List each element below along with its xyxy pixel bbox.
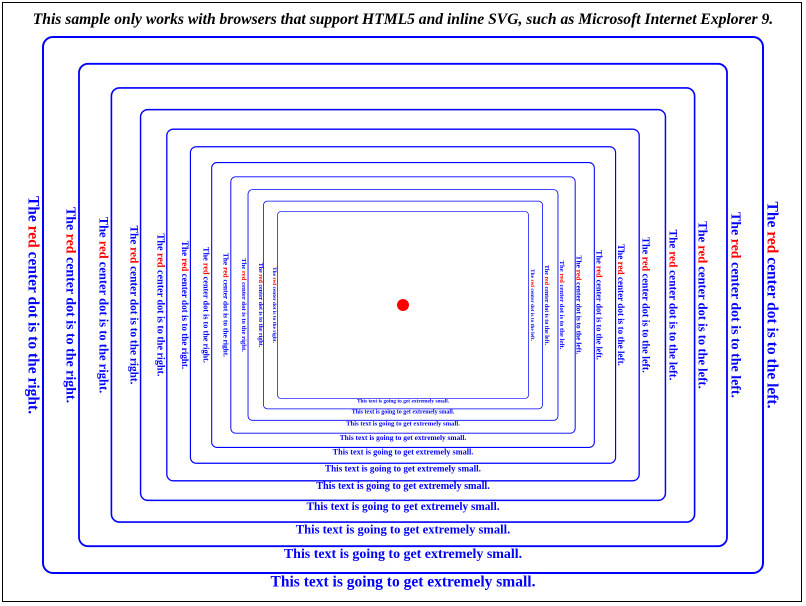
bottom-label: This text is going to get extremely smal… bbox=[271, 574, 536, 591]
left-side-label: The red center dot is to the right. bbox=[155, 234, 166, 377]
right-side-label: The red center dot is to the left. bbox=[695, 221, 709, 389]
right-side-label: The red center dot is to the left. bbox=[640, 237, 651, 373]
right-side-label: The red center dot is to the left. bbox=[616, 244, 626, 366]
browser-support-notice: This sample only works with browsers tha… bbox=[32, 11, 774, 28]
left-side-label: The red center dot is to the right. bbox=[222, 253, 231, 357]
frame-rect bbox=[166, 128, 640, 482]
frame-rect bbox=[78, 62, 728, 548]
right-side-label: The red center dot is to the left. bbox=[764, 202, 781, 409]
right-side-label: The red center dot is to the left. bbox=[595, 250, 604, 360]
bottom-label: This text is going to get extremely smal… bbox=[296, 522, 510, 536]
bottom-label: This text is going to get extremely smal… bbox=[340, 433, 467, 442]
frame-rect bbox=[230, 176, 576, 434]
red-center-dot bbox=[397, 299, 409, 311]
right-side-label: The red center dot is to the left. bbox=[559, 261, 566, 350]
left-side-label: The red center dot is to the right. bbox=[25, 196, 42, 414]
right-side-label: The red center dot is to the left. bbox=[529, 269, 535, 342]
frame-rect bbox=[277, 211, 529, 399]
bottom-label: This text is going to get extremely smal… bbox=[316, 481, 490, 492]
bottom-label: This text is going to get extremely smal… bbox=[333, 448, 474, 457]
left-side-label: The red center dot is to the right. bbox=[180, 241, 190, 369]
right-side-label: The red center dot is to the left. bbox=[728, 212, 743, 398]
left-side-label: The red center dot is to the right. bbox=[202, 247, 211, 363]
nested-frames-scene: The red center dot is to the right. The r… bbox=[25, 36, 781, 591]
bottom-label: This text is going to get extremely smal… bbox=[284, 547, 522, 562]
left-side-label: The red center dot is to the right. bbox=[128, 226, 140, 385]
frame-rect bbox=[110, 87, 696, 523]
frame-rect bbox=[189, 146, 617, 464]
right-side-label: The red center dot is to the left. bbox=[575, 256, 584, 355]
right-side-label: The red center dot is to the left. bbox=[666, 230, 678, 381]
left-side-label: The red center dot is to the right. bbox=[97, 217, 111, 394]
frame-rect bbox=[247, 189, 559, 421]
bottom-label: This text is going to get extremely smal… bbox=[306, 501, 499, 513]
bottom-label: This text is going to get extremely smal… bbox=[352, 409, 455, 415]
frame-rect bbox=[263, 200, 543, 410]
right-side-label: The red center dot is to the left. bbox=[543, 265, 549, 346]
bottom-label: This text is going to get extremely smal… bbox=[325, 464, 481, 474]
bottom-label: This text is going to get extremely smal… bbox=[346, 421, 460, 428]
frame-rect bbox=[139, 108, 667, 502]
frame-rect bbox=[42, 36, 764, 574]
frame-rect bbox=[211, 162, 595, 448]
left-side-label: The red center dot is to the right. bbox=[240, 258, 247, 352]
bottom-label: This text is going to get extremely smal… bbox=[357, 399, 450, 405]
left-side-label: The red center dot is to the right. bbox=[257, 263, 263, 348]
left-side-label: The red center dot is to the right. bbox=[63, 207, 78, 403]
left-side-label: The red center dot is to the right. bbox=[271, 267, 277, 344]
